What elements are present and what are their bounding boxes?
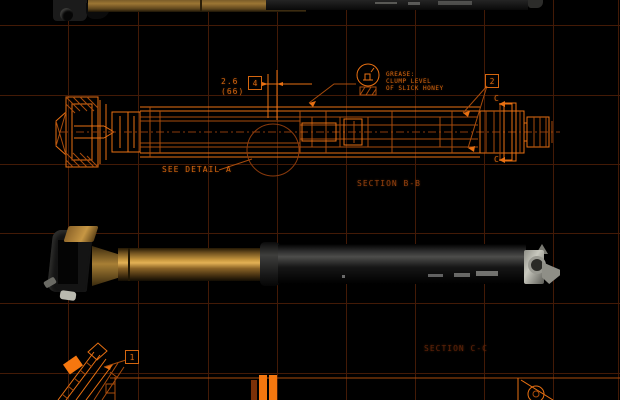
dimension-lines bbox=[263, 70, 312, 120]
lower-black-tube bbox=[266, 0, 528, 10]
dimension-value: 2.6 bbox=[221, 77, 239, 86]
section-cut-bracket bbox=[499, 103, 513, 161]
grease-icon bbox=[356, 63, 380, 96]
seatpost-render-top bbox=[50, 0, 550, 24]
see-detail-leader bbox=[218, 158, 253, 171]
collar-section-fill bbox=[259, 375, 267, 400]
tube-marking bbox=[438, 1, 472, 5]
grid-line-horizontal bbox=[0, 164, 620, 165]
bottom-section-drawings bbox=[57, 342, 620, 400]
tube-marking bbox=[476, 271, 498, 276]
tube-marking bbox=[375, 2, 397, 4]
balloon-1-leader bbox=[103, 359, 127, 368]
detail-a-circle bbox=[246, 123, 300, 177]
tube-marking bbox=[454, 273, 470, 277]
grid-line-horizontal bbox=[0, 233, 620, 234]
balloon-2: 2 bbox=[485, 74, 499, 88]
dimension-metric: (66) bbox=[221, 87, 245, 96]
upper-gold-tube bbox=[118, 248, 262, 281]
grease-leader bbox=[308, 83, 356, 104]
see-detail-a-label: SEE DETAIL A bbox=[162, 165, 232, 174]
section-cut-c-bottom: C bbox=[494, 155, 500, 164]
grid-line-vertical bbox=[484, 0, 485, 400]
section-cc-label: SECTION C-C bbox=[424, 344, 488, 353]
tube-marking bbox=[342, 275, 345, 278]
section-bb-drawing bbox=[55, 96, 560, 168]
grid-line-vertical bbox=[277, 0, 278, 400]
highlighted-part-fill bbox=[63, 355, 83, 375]
grid-line-horizontal bbox=[0, 373, 620, 374]
grid-line-vertical bbox=[346, 0, 347, 400]
collar-section-fill-dark bbox=[251, 380, 257, 400]
actuator-hook bbox=[542, 262, 560, 284]
balloon-1: 1 bbox=[125, 350, 139, 364]
balloon-2-leaders bbox=[462, 85, 488, 149]
grid-line-vertical bbox=[553, 0, 554, 400]
grease-note-line1: GREASE: bbox=[386, 71, 415, 78]
clamp-silver-foot bbox=[59, 289, 77, 302]
grid-line-horizontal bbox=[0, 25, 620, 26]
section-bb-label: SECTION B-B bbox=[357, 179, 421, 188]
grid-line-horizontal bbox=[0, 95, 620, 96]
seatpost-render-middle bbox=[42, 224, 562, 302]
grid-line-vertical bbox=[415, 0, 416, 400]
tube-etch-line bbox=[128, 248, 130, 281]
grid-line-vertical bbox=[68, 0, 69, 400]
balloon-4: 4 bbox=[248, 76, 262, 90]
clamp-inner-plate bbox=[58, 240, 78, 284]
grid-line-horizontal bbox=[0, 303, 620, 304]
grid-line-vertical bbox=[138, 0, 139, 400]
collar-section-fill bbox=[269, 375, 277, 400]
clamp-gold-cap bbox=[63, 226, 99, 242]
tube-marking bbox=[428, 274, 443, 277]
tube-end-nub bbox=[528, 0, 543, 8]
grid-line-vertical bbox=[618, 0, 619, 400]
grease-note-line3: OF SLICK HONEY bbox=[386, 85, 444, 92]
tube-etch-line bbox=[200, 0, 202, 11]
upper-gold-tube bbox=[88, 0, 306, 12]
gold-taper-neck bbox=[92, 246, 120, 286]
clamp-barrel bbox=[60, 8, 73, 21]
section-cut-c-top: C bbox=[494, 94, 500, 103]
grid-line-vertical bbox=[208, 0, 209, 400]
lower-black-tube bbox=[278, 244, 526, 284]
tube-marking bbox=[408, 2, 420, 5]
grease-note-line2: CLUMP LEVEL bbox=[386, 78, 432, 85]
seal-collar bbox=[260, 242, 280, 286]
actuator-fin bbox=[536, 244, 548, 254]
